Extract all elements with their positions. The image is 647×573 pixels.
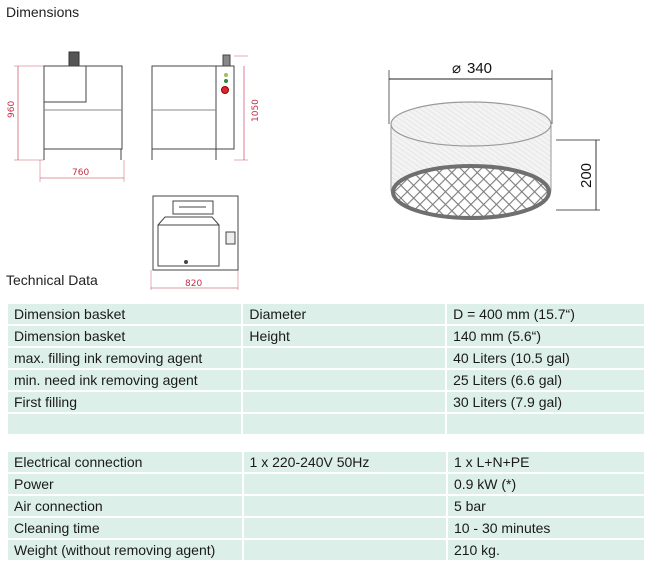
table-row: Dimension basket Height 140 mm (5.6“) <box>8 326 644 346</box>
table-cell <box>243 348 446 368</box>
technical-data-heading: Technical Data <box>6 272 98 288</box>
table-cell: 5 bar <box>447 496 644 516</box>
table-row: min. need ink removing agent 25 Liters (… <box>8 370 644 390</box>
table-cell <box>243 474 446 494</box>
technical-data-table-basket: Dimension basket Diameter D = 400 mm (15… <box>6 302 646 436</box>
table-cell: 140 mm (5.6“) <box>447 326 644 346</box>
table-row: First filling 30 Liters (7.9 gal) <box>8 392 644 412</box>
table-row: Air connection 5 bar <box>8 496 644 516</box>
basket-diameter-symbol: ⌀ <box>452 60 461 77</box>
table-cell: 1 x 220-240V 50Hz <box>243 452 446 472</box>
table-cell: Dimension basket <box>8 326 242 346</box>
table-cell: Cleaning time <box>8 518 242 538</box>
front-view-drawing <box>14 51 125 182</box>
side-view-drawing <box>151 54 248 161</box>
table-cell <box>243 392 446 412</box>
table-cell <box>447 414 644 434</box>
front-width-label: 760 <box>72 168 89 178</box>
table-cell: min. need ink removing agent <box>8 370 242 390</box>
table-cell <box>243 540 446 560</box>
table-cell: D = 400 mm (15.7“) <box>447 304 644 324</box>
table-cell: Power <box>8 474 242 494</box>
table-cell: Weight (without removing agent) <box>8 540 242 560</box>
side-height-label: 1050 <box>251 99 261 122</box>
basket-diameter-label: 340 <box>467 60 492 77</box>
table-cell: 25 Liters (6.6 gal) <box>447 370 644 390</box>
table-row: Cleaning time 10 - 30 minutes <box>8 518 644 538</box>
top-width-label: 820 <box>185 279 202 289</box>
table-cell: max. filling ink removing agent <box>8 348 242 368</box>
table-cell: 1 x L+N+PE <box>447 452 644 472</box>
table-cell: 40 Liters (10.5 gal) <box>447 348 644 368</box>
table-cell: 10 - 30 minutes <box>447 518 644 538</box>
table-cell: 210 kg. <box>447 540 644 560</box>
table-row: Dimension basket Diameter D = 400 mm (15… <box>8 304 644 324</box>
basket-height-label: 200 <box>578 163 595 188</box>
dimensions-heading: Dimensions <box>6 4 80 20</box>
basket-drawing <box>388 70 600 220</box>
dimension-drawings: 960 760 1050 820 <box>7 51 600 290</box>
table-cell: Air connection <box>8 496 242 516</box>
table-cell <box>8 414 242 434</box>
table-cell <box>243 370 446 390</box>
table-cell <box>243 518 446 538</box>
table-row: max. filling ink removing agent 40 Liter… <box>8 348 644 368</box>
table-cell: 30 Liters (7.9 gal) <box>447 392 644 412</box>
table-cell: Diameter <box>243 304 446 324</box>
table-cell: Electrical connection <box>8 452 242 472</box>
table-cell: Dimension basket <box>8 304 242 324</box>
front-height-label: 960 <box>7 101 17 118</box>
technical-data-table-electrical: Electrical connection 1 x 220-240V 50Hz … <box>6 450 646 562</box>
table-cell: 0.9 kW (*) <box>447 474 644 494</box>
table-cell: First filling <box>8 392 242 412</box>
table-row: Power 0.9 kW (*) <box>8 474 644 494</box>
table-row <box>8 414 644 434</box>
table-row: Electrical connection 1 x 220-240V 50Hz … <box>8 452 644 472</box>
table-row: Weight (without removing agent) 210 kg. <box>8 540 644 560</box>
table-cell <box>243 496 446 516</box>
table-cell <box>243 414 446 434</box>
top-view-drawing <box>150 195 239 290</box>
table-cell: Height <box>243 326 446 346</box>
